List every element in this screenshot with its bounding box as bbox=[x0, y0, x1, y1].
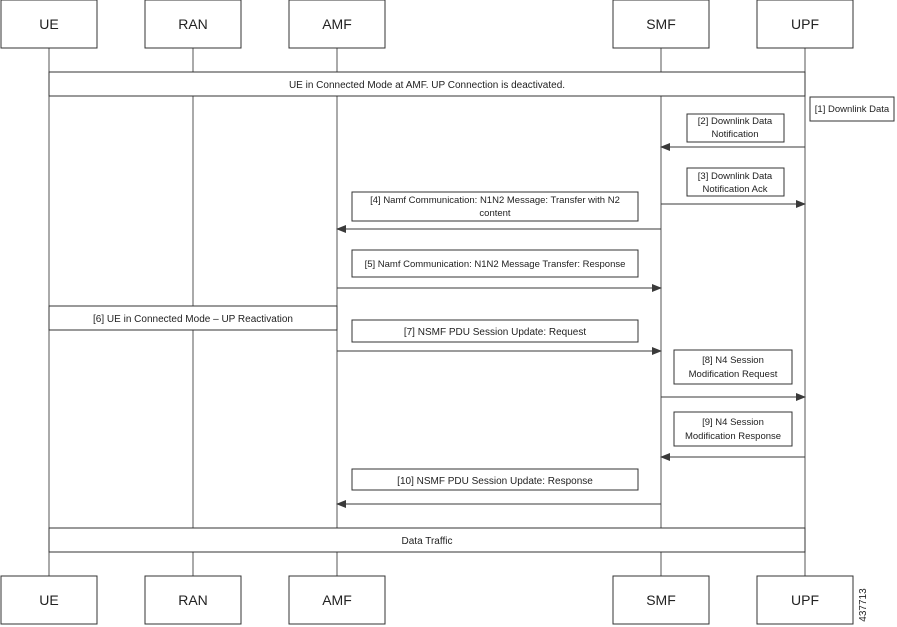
frame-connected-label: UE in Connected Mode at AMF. UP Connecti… bbox=[289, 80, 565, 91]
actor-label: RAN bbox=[178, 16, 208, 32]
actor-amf-bottom: AMF bbox=[288, 575, 386, 625]
message-5-label: [5] Namf Communication: N1N2 Message Tra… bbox=[365, 259, 626, 270]
message-5-box bbox=[351, 249, 639, 278]
actor-label: AMF bbox=[322, 592, 352, 608]
message-4: [4] Namf Communication: N1N2 Message: Tr… bbox=[336, 191, 661, 233]
message-8-line2: Modification Request bbox=[689, 369, 778, 380]
message-9: [9] N4 Session Modification Response bbox=[660, 411, 805, 461]
actor-upf-bottom: UPF bbox=[756, 575, 854, 625]
message-10: [10] NSMF PDU Session Update: Response bbox=[336, 468, 661, 508]
actor-ran-bottom: RAN bbox=[144, 575, 242, 625]
message-2: [2] Downlink Data Notification bbox=[660, 113, 805, 151]
frame-up-reactivation: [6] UE in Connected Mode – UP Reactivati… bbox=[48, 305, 338, 331]
actor-label: UE bbox=[39, 592, 58, 608]
actor-ran-top: RAN bbox=[144, 0, 242, 49]
message-3-line2: Notification Ack bbox=[703, 184, 768, 195]
frame-data-traffic: Data Traffic bbox=[48, 527, 806, 553]
message-2-line1: [2] Downlink Data bbox=[698, 116, 773, 127]
actor-ue-bottom: UE bbox=[0, 575, 98, 625]
actor-smf-top: SMF bbox=[612, 0, 710, 49]
message-4-line1: [4] Namf Communication: N1N2 Message: Tr… bbox=[370, 195, 620, 206]
actor-label: UPF bbox=[791, 592, 819, 608]
message-7-label: [7] NSMF PDU Session Update: Request bbox=[404, 327, 587, 338]
message-10-label: [10] NSMF PDU Session Update: Response bbox=[397, 476, 593, 487]
message-8-line1: [8] N4 Session bbox=[702, 355, 764, 366]
note-downlink-data: [1] Downlink Data bbox=[809, 96, 895, 122]
frame-data-traffic-label: Data Traffic bbox=[402, 536, 453, 547]
message-10-box bbox=[351, 468, 639, 491]
message-3-box bbox=[686, 167, 785, 197]
actor-label: RAN bbox=[178, 592, 208, 608]
message-4-box bbox=[351, 191, 639, 222]
actor-ue-top: UE bbox=[0, 0, 98, 49]
actor-amf-top: AMF bbox=[288, 0, 386, 49]
message-8: [8] N4 Session Modification Request bbox=[661, 349, 806, 401]
actor-smf-bottom: SMF bbox=[612, 575, 710, 625]
figure-id: 437713 bbox=[858, 588, 869, 622]
message-4-line2: content bbox=[479, 208, 511, 219]
message-9-box bbox=[673, 411, 793, 447]
message-3: [3] Downlink Data Notification Ack bbox=[661, 167, 806, 208]
actor-label: SMF bbox=[646, 592, 676, 608]
message-3-line1: [3] Downlink Data bbox=[698, 171, 773, 182]
frame-connected-mode: UE in Connected Mode at AMF. UP Connecti… bbox=[48, 71, 806, 97]
message-9-line2: Modification Response bbox=[685, 431, 781, 442]
actor-label: SMF bbox=[646, 16, 676, 32]
actor-label: UPF bbox=[791, 16, 819, 32]
actor-label: AMF bbox=[322, 16, 352, 32]
message-7-box bbox=[351, 319, 639, 343]
frame-up-reactivation-label: [6] UE in Connected Mode – UP Reactivati… bbox=[93, 314, 293, 325]
message-7: [7] NSMF PDU Session Update: Request bbox=[337, 319, 662, 355]
message-8-box bbox=[673, 349, 793, 385]
actor-label: UE bbox=[39, 16, 58, 32]
actor-upf-top: UPF bbox=[756, 0, 854, 49]
message-9-line1: [9] N4 Session bbox=[702, 417, 764, 428]
note-downlink-data-label: [1] Downlink Data bbox=[815, 104, 890, 115]
message-5: [5] Namf Communication: N1N2 Message Tra… bbox=[337, 249, 662, 292]
message-2-box bbox=[686, 113, 785, 143]
message-2-line2: Notification bbox=[712, 129, 759, 140]
